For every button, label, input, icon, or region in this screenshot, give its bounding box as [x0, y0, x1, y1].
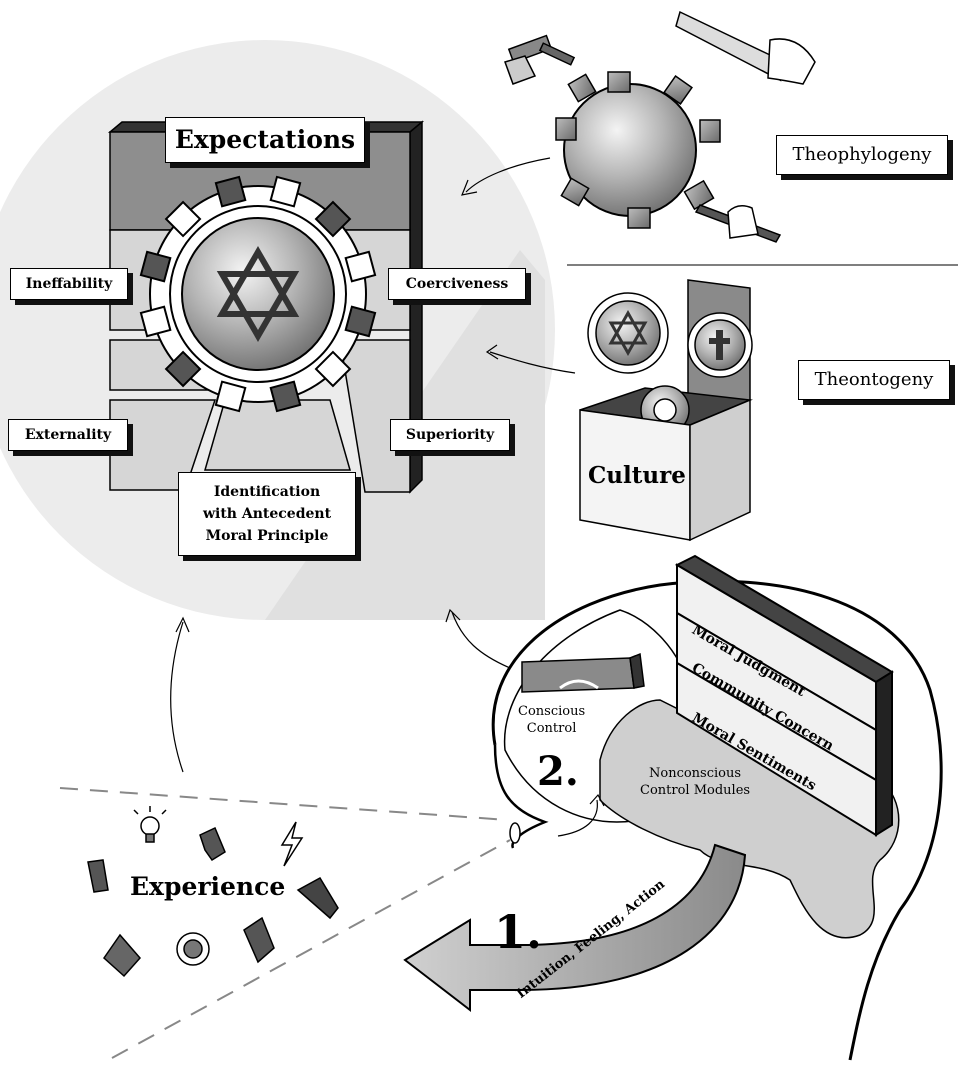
lightning-icon [280, 821, 304, 867]
culture-box [579, 279, 753, 542]
gear-fragment-icon-2 [87, 859, 109, 893]
experience-label: Experience [130, 872, 286, 901]
step-1-number: 1. [494, 905, 543, 959]
eye-icon [509, 822, 521, 844]
chisel-hand-icon [694, 204, 782, 243]
identification-line-2: with Antecedent [202, 506, 332, 522]
theophylogeny-gear [504, 10, 816, 243]
cross-icon [716, 330, 723, 360]
identification-label: Identification with Antecedent Moral Pri… [178, 472, 356, 556]
curved-arrow-1 [403, 843, 747, 1013]
theontogeny-label: Theontogeny [798, 360, 950, 400]
expectations-title: Expectations [165, 117, 365, 163]
gear-tooth [139, 305, 172, 338]
gear-tooth [314, 200, 352, 238]
yin-yang-icon [653, 398, 677, 422]
gear-tooth [314, 350, 352, 388]
saw-icon [675, 10, 816, 85]
externality-label: Externality [8, 419, 128, 451]
gear-tooth [344, 305, 377, 338]
gear-tooth [164, 350, 202, 388]
gear-fragment-icon-3 [296, 876, 339, 920]
gear-tooth [214, 380, 247, 413]
step-2-number: 2. [537, 748, 579, 795]
ineffability-label: Ineffability [10, 268, 128, 300]
identification-line-3: Moral Principle [205, 528, 329, 544]
gear-fragment-icon-4 [103, 933, 141, 978]
theophylogeny-label: Theophylogeny [776, 135, 948, 175]
brain-head [491, 579, 943, 1061]
cross-gear-small [687, 312, 753, 378]
superiority-label: Superiority [390, 419, 510, 451]
vision-cone [59, 787, 511, 1059]
experience-icons [87, 806, 339, 978]
conscious-line-2: Control [526, 721, 577, 736]
nonconscious-line-1: Nonconscious [649, 766, 742, 781]
gear-fragment-icon [199, 826, 226, 862]
gear-tooth [344, 250, 377, 283]
star-gear-small [587, 292, 669, 374]
gear-fragment-icon-5 [243, 916, 275, 964]
gear-tooth [269, 175, 302, 208]
gear-tooth [164, 200, 202, 238]
nonconscious-line-2: Control Modules [640, 783, 751, 798]
gear-tooth [269, 380, 302, 413]
star-of-david-icon [216, 246, 300, 342]
conscious-control-label: Conscious Control [518, 703, 585, 737]
culture-label: Culture [588, 462, 686, 489]
lightbulb-icon [133, 806, 167, 843]
gear-tooth [214, 175, 247, 208]
module-wall [674, 554, 894, 837]
gear-tooth [139, 250, 172, 283]
conscious-line-1: Conscious [518, 704, 586, 719]
connector-arrows [170, 157, 605, 837]
nonconscious-label: Nonconscious Control Modules [640, 765, 750, 799]
identification-line-1: Identification [213, 484, 321, 500]
hammer-icon [504, 34, 576, 85]
central-gear [139, 175, 377, 413]
small-gear-icon [176, 932, 210, 966]
coerciveness-label: Coerciveness [388, 268, 526, 300]
